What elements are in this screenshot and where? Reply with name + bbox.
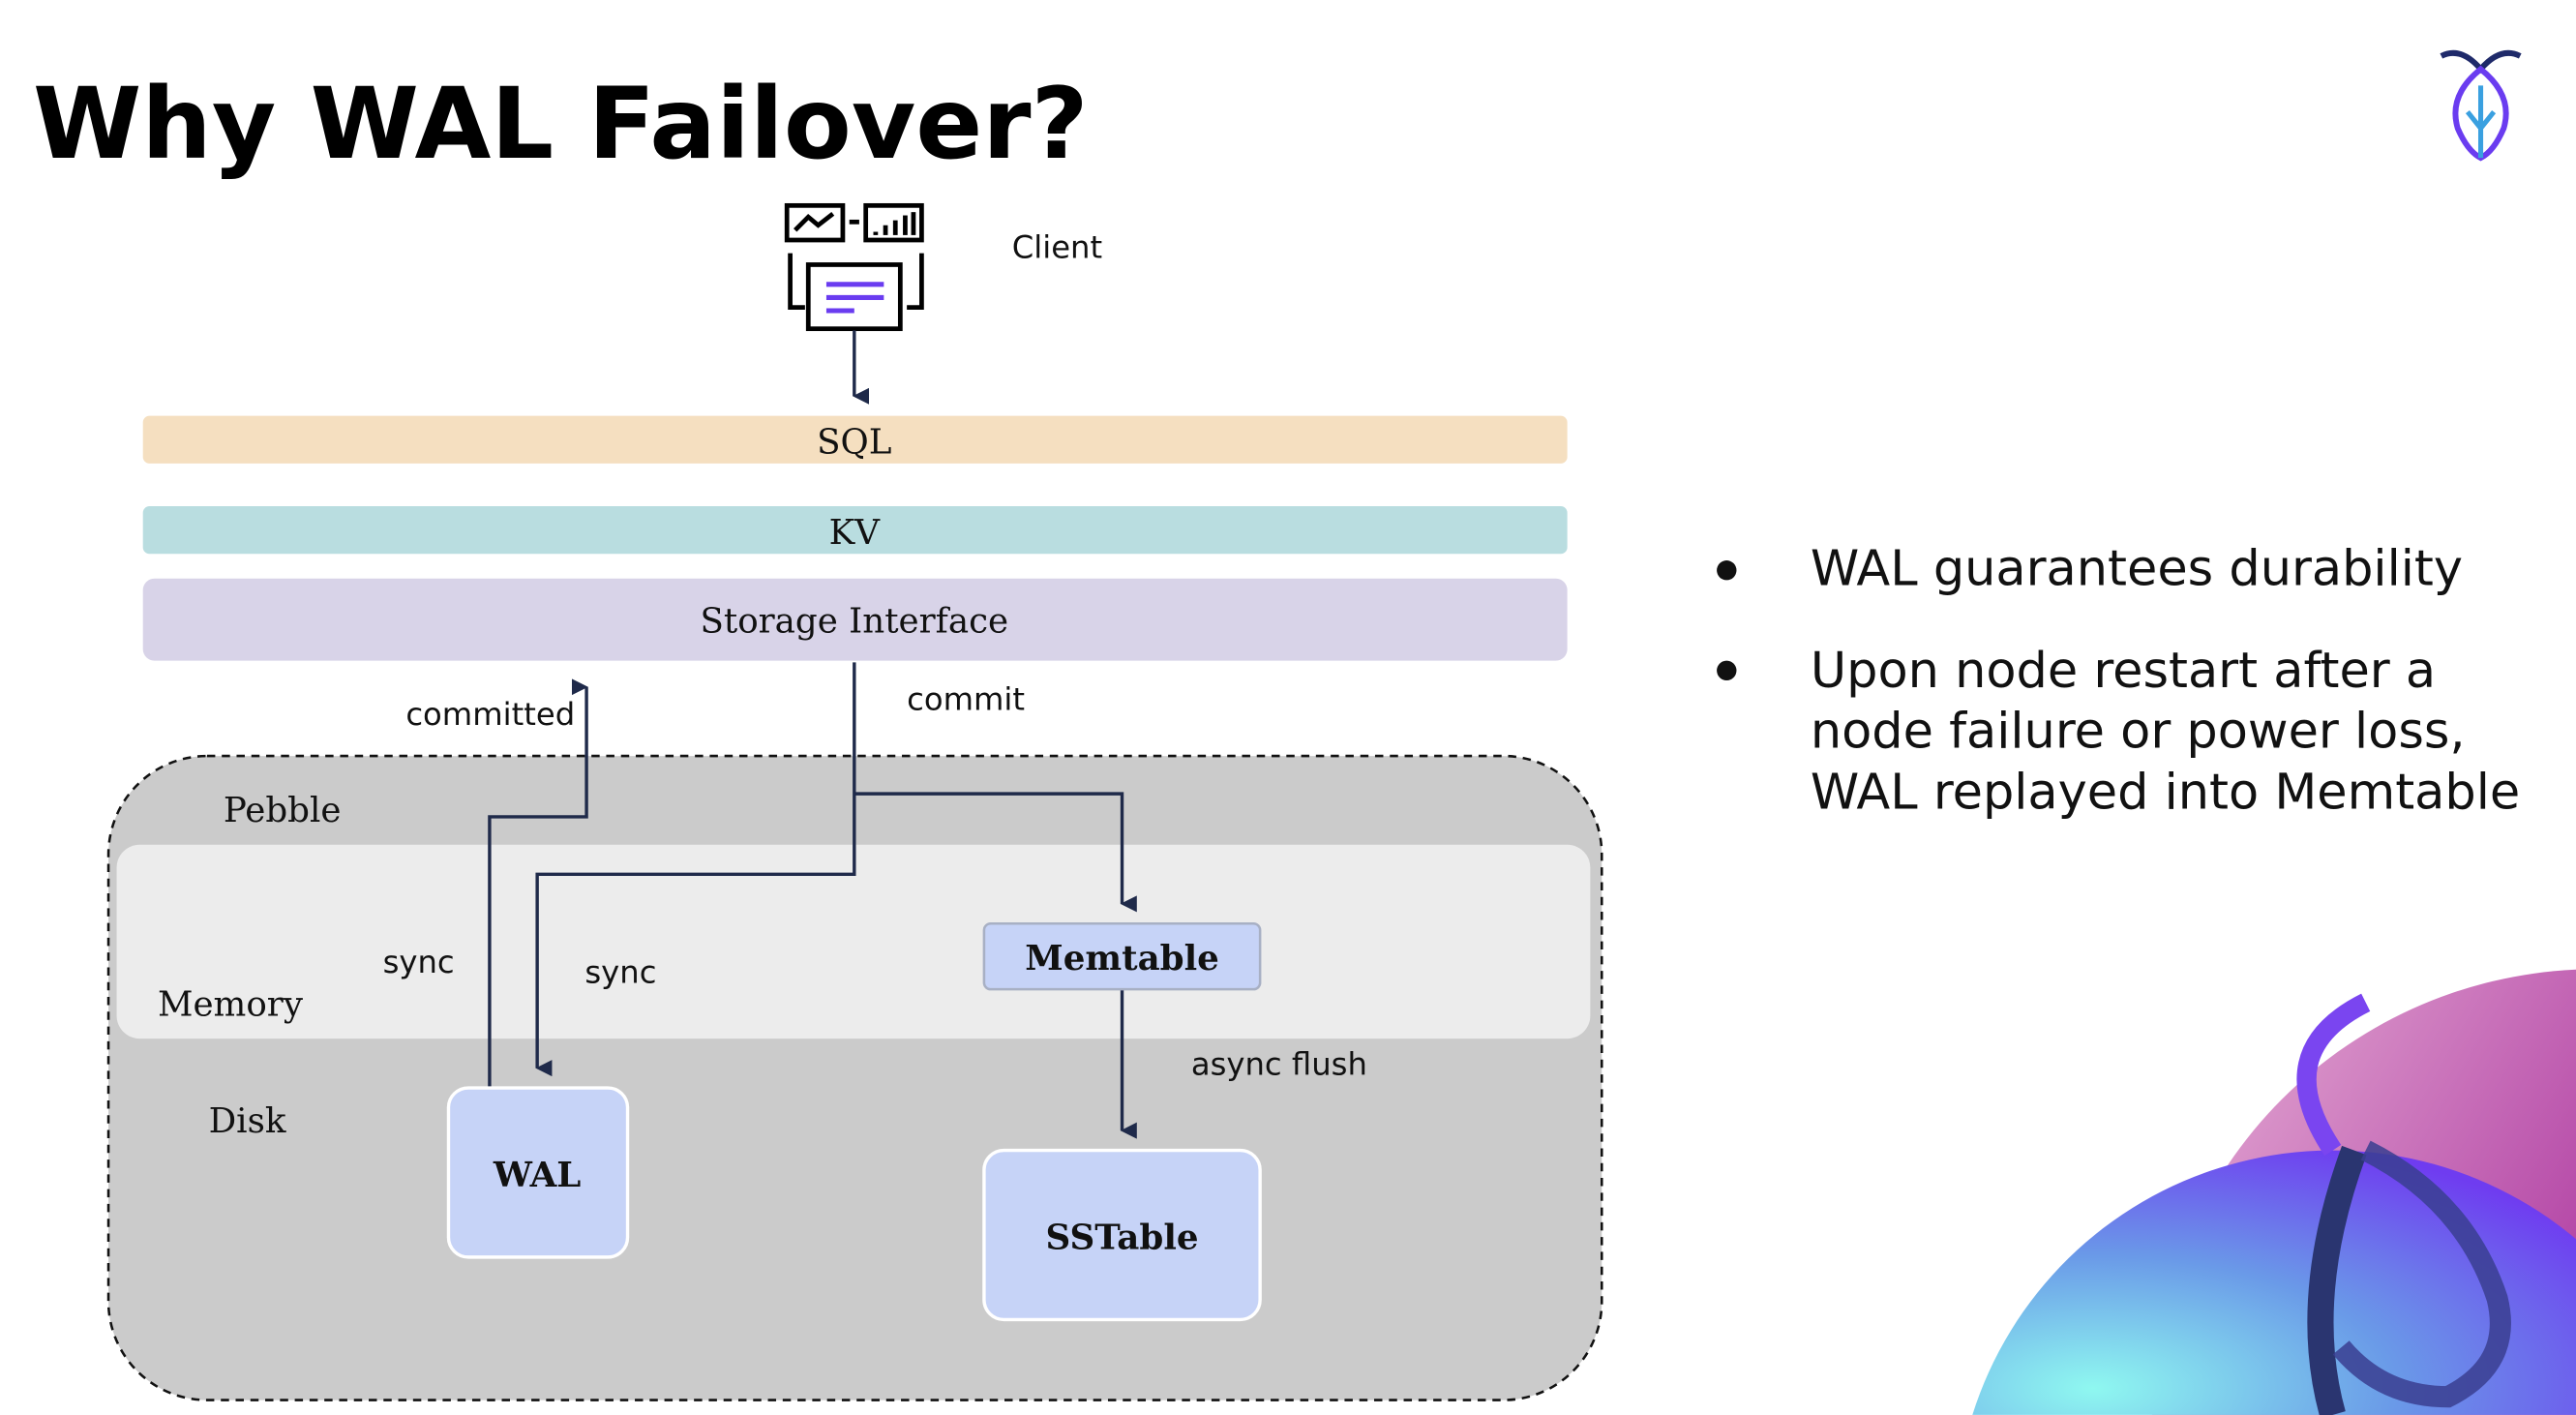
slide-title: Why WAL Failover? bbox=[33, 67, 1089, 182]
bullet-item: WAL guarantees durability bbox=[1811, 541, 2463, 598]
bullet-item-line: node failure or power loss, bbox=[1811, 704, 2466, 761]
bullet-item-line: Upon node restart after a bbox=[1811, 643, 2436, 700]
kv-layer-label: KV bbox=[829, 513, 882, 553]
wal-node: WAL bbox=[446, 1086, 630, 1259]
commit-sync-to-wal-arrow bbox=[535, 662, 856, 1077]
memory-label: Memory bbox=[158, 984, 304, 1024]
sstable-node: SSTable bbox=[982, 1148, 1262, 1322]
bullet-list: WAL guarantees durability Upon node rest… bbox=[1717, 541, 2520, 821]
cockroach-labs-logo-icon bbox=[2440, 49, 2522, 162]
disk-label: Disk bbox=[209, 1101, 286, 1141]
client-label: Client bbox=[1012, 229, 1102, 266]
sync-left-label: sync bbox=[383, 944, 455, 980]
bullet-item-line: WAL replayed into Memtable bbox=[1811, 764, 2520, 821]
memtable-label: Memtable bbox=[1025, 939, 1219, 978]
decorative-petal-graphic bbox=[1972, 969, 2576, 1415]
sql-layer: SQL bbox=[142, 415, 1568, 464]
bullet-dot-icon bbox=[1717, 660, 1737, 680]
pebble-label: Pebble bbox=[224, 791, 342, 830]
memtable-node: Memtable bbox=[982, 921, 1262, 991]
committed-arrow bbox=[488, 678, 588, 1089]
sstable-label: SSTable bbox=[1046, 1218, 1199, 1257]
dashboard-client-icon bbox=[784, 202, 924, 332]
sql-layer-label: SQL bbox=[817, 423, 891, 463]
commit-to-memtable-arrow bbox=[854, 792, 1137, 913]
commit-label: commit bbox=[907, 681, 1025, 718]
sync-right-label: sync bbox=[584, 953, 656, 990]
kv-layer: KV bbox=[142, 506, 1568, 555]
async-flush-label: async flush bbox=[1191, 1045, 1367, 1082]
wal-label: WAL bbox=[493, 1156, 581, 1195]
bullet-dot-icon bbox=[1717, 560, 1737, 581]
committed-label: committed bbox=[405, 696, 575, 733]
storage-interface-label: Storage Interface bbox=[700, 602, 1008, 642]
storage-interface-layer: Storage Interface bbox=[142, 578, 1568, 661]
